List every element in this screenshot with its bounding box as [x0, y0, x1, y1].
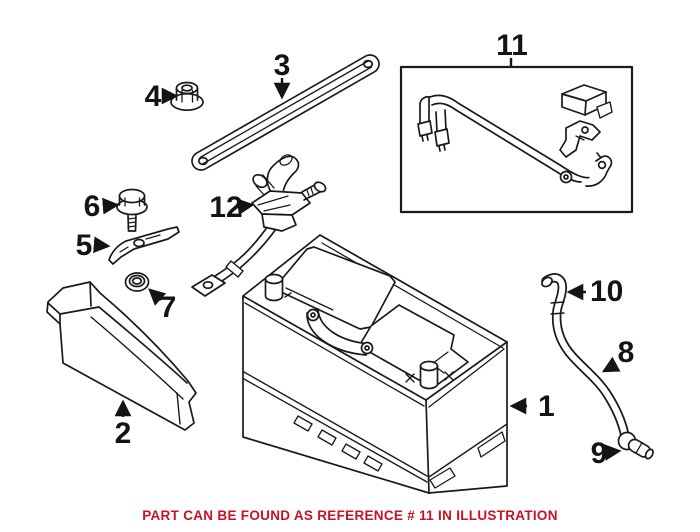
- callout-1: 1: [509, 390, 555, 423]
- part-vent-tube: [541, 273, 654, 460]
- callout-10: 10: [566, 275, 623, 308]
- part-cover-panel: [46, 281, 197, 431]
- part-bracket: [108, 226, 180, 265]
- callout-12: 12: [209, 191, 255, 224]
- callout-9-label: 9: [591, 437, 608, 470]
- callout-4-label: 4: [145, 80, 162, 113]
- callout-6-label: 6: [84, 190, 101, 223]
- callout-2-label: 2: [115, 417, 132, 450]
- callout-2: 2: [114, 399, 132, 450]
- callout-7-label: 7: [160, 291, 177, 324]
- callout-4: 4: [145, 80, 179, 113]
- callout-3-label: 3: [274, 49, 291, 82]
- part-terminal-clamp: [191, 154, 327, 297]
- callout-1-label: 1: [538, 390, 555, 423]
- callout-7: 7: [148, 288, 177, 324]
- callout-6: 6: [84, 190, 120, 223]
- callouts: 1 2 3 4 5 6 7 8: [76, 29, 635, 470]
- callout-11-label: 11: [496, 29, 528, 62]
- reference-caption: PART CAN BE FOUND AS REFERENCE # 11 IN I…: [142, 508, 558, 523]
- part-grommet: [124, 272, 150, 292]
- part-bolt: [116, 188, 148, 232]
- callout-8: 8: [601, 336, 635, 373]
- part-cable-kit-box: [399, 65, 634, 214]
- callout-9: 9: [591, 437, 622, 470]
- callout-8-label: 8: [618, 336, 635, 369]
- part-hold-down-strap: [191, 54, 380, 171]
- callout-5-label: 5: [76, 229, 93, 262]
- callout-3: 3: [273, 49, 291, 100]
- callout-10-label: 10: [590, 275, 623, 308]
- callout-12-label: 12: [209, 191, 242, 224]
- callout-11: 11: [496, 29, 528, 66]
- callout-5: 5: [76, 229, 111, 262]
- part-battery: [242, 234, 508, 494]
